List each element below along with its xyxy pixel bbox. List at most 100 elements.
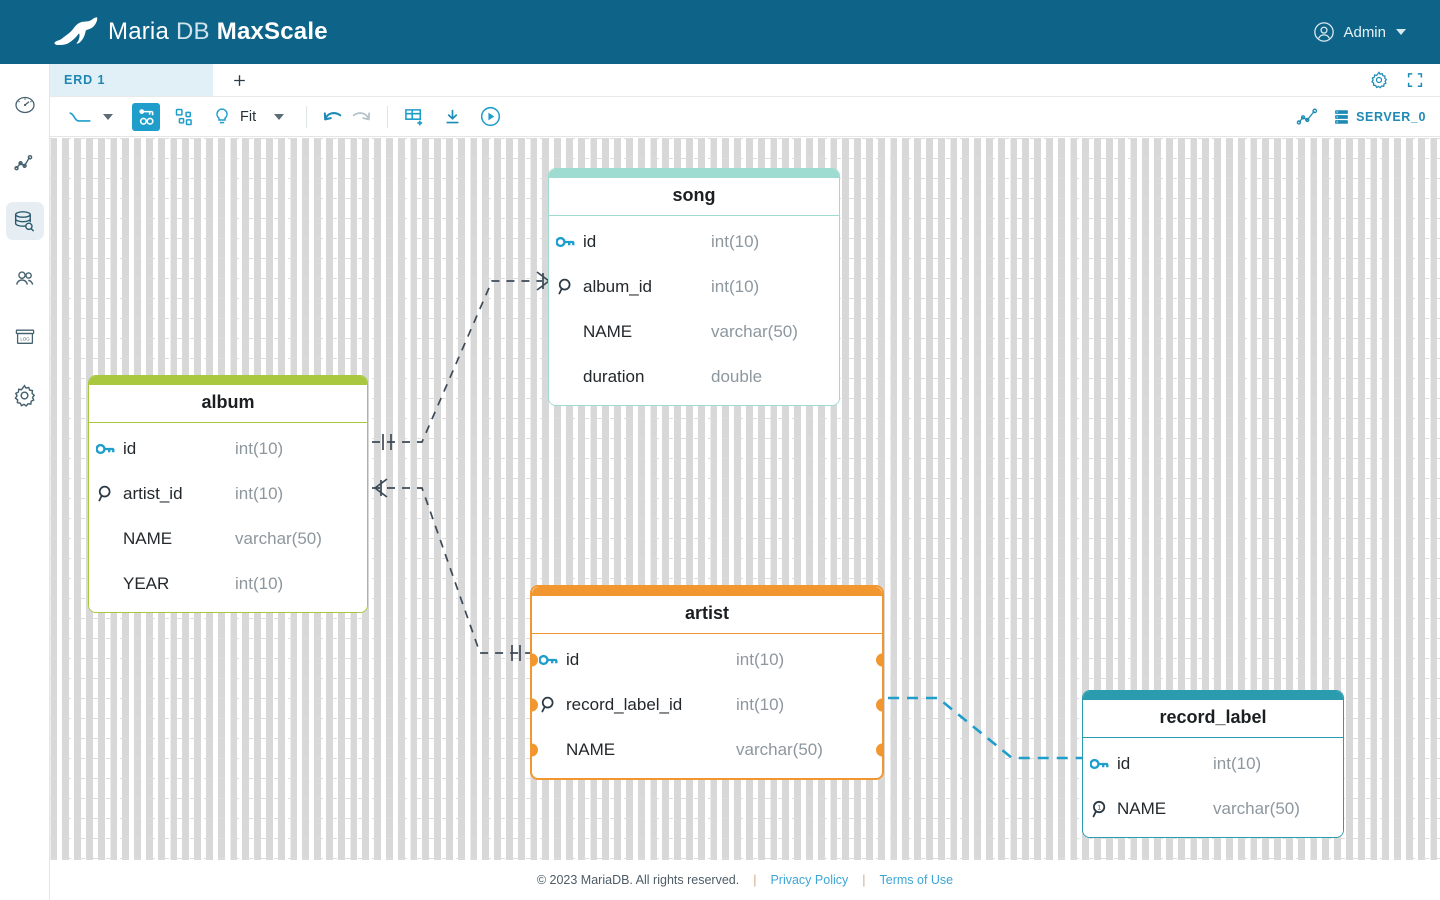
column-type: int(10)	[1213, 753, 1262, 773]
erd-canvas[interactable]: song id int(10) album_id int(10)	[50, 138, 1440, 860]
index-key-icon	[89, 484, 123, 503]
connection-handle-right[interactable]	[876, 743, 882, 756]
relationship-layer	[372, 271, 1082, 760]
relationship-line-style-button[interactable]	[66, 103, 94, 131]
brand-db: DB	[176, 18, 210, 45]
hint-button[interactable]	[208, 103, 236, 131]
add-table-button[interactable]	[400, 103, 428, 131]
connection-handle-right[interactable]	[876, 653, 882, 666]
tab-label: ERD 1	[64, 73, 106, 87]
column-type: double	[711, 366, 763, 386]
erd-table-song[interactable]: song id int(10) album_id int(10)	[548, 168, 840, 406]
index-key-icon	[549, 277, 583, 296]
table-columns: id int(10) 1 NAME varchar(50)	[1083, 738, 1343, 837]
erd-table-record-label[interactable]: record_label id int(10) 1 NAME varchar(5…	[1082, 690, 1344, 838]
auto-arrange-icon	[175, 108, 192, 125]
relationship-album-artist[interactable]	[372, 478, 530, 661]
export-button[interactable]	[438, 103, 466, 131]
chart-nodes-icon[interactable]	[1296, 107, 1320, 127]
redo-button[interactable]	[347, 103, 375, 131]
erd-table-album[interactable]: album id int(10) artist_id int(10)	[88, 375, 368, 613]
table-title: artist	[532, 596, 882, 634]
table-columns: id int(10) record_label_id int(10)	[532, 634, 882, 778]
sidebar-item-users[interactable]	[6, 260, 44, 298]
column-name: id	[566, 649, 580, 669]
undo-button[interactable]	[319, 103, 347, 131]
column-type: int(10)	[711, 231, 760, 251]
fullscreen-expand-icon[interactable]	[1406, 71, 1424, 89]
user-menu[interactable]: Admin	[1313, 21, 1406, 43]
connection-handle-left[interactable]	[532, 743, 538, 756]
table-row[interactable]: NAME varchar(50)	[549, 309, 839, 354]
table-row[interactable]: id int(10)	[532, 637, 882, 682]
relationship-album-song[interactable]	[372, 271, 550, 450]
zoom-dropdown-button[interactable]	[264, 103, 294, 131]
line-chart-icon	[13, 155, 32, 171]
column-name: duration	[583, 366, 645, 386]
column-type: int(10)	[736, 649, 785, 669]
table-row[interactable]: NAME varchar(50)	[89, 516, 367, 561]
zoom-level-label[interactable]: Fit	[240, 108, 257, 125]
sidebar-item-logs[interactable]: LOG	[6, 318, 44, 356]
log-archive-icon: LOG	[15, 329, 34, 344]
column-type: int(10)	[235, 438, 284, 458]
column-type: int(10)	[711, 276, 760, 296]
chevron-down-icon	[274, 113, 285, 120]
tab-strip: ERD 1	[50, 64, 1440, 96]
plus-icon	[233, 74, 245, 86]
table-row[interactable]: id int(10)	[89, 426, 367, 471]
sidebar-item-dashboard[interactable]	[6, 86, 44, 124]
table-row[interactable]: artist_id int(10)	[89, 471, 367, 516]
add-tab-button[interactable]	[213, 64, 265, 96]
chevron-down-icon	[1396, 29, 1406, 35]
toolbar-divider-2	[387, 105, 389, 128]
table-row[interactable]: id int(10)	[1083, 741, 1343, 786]
relationship-artist-record-label[interactable]	[888, 696, 1082, 760]
connection-handle-left[interactable]	[532, 698, 538, 711]
server-selector[interactable]: SERVER_0	[1334, 109, 1426, 125]
primary-key-icon	[549, 234, 583, 250]
privacy-policy-link[interactable]: Privacy Policy	[770, 873, 849, 887]
connection-handle-left[interactable]	[532, 653, 538, 666]
undo-arrow-icon	[323, 111, 342, 120]
column-name: record_label_id	[566, 694, 683, 714]
table-row[interactable]: album_id int(10)	[549, 264, 839, 309]
sidebar-item-settings[interactable]	[6, 376, 44, 414]
column-name: NAME	[1117, 798, 1167, 818]
table-header-bar	[89, 376, 367, 385]
footer-separator: |	[862, 873, 866, 887]
table-row[interactable]: id int(10)	[549, 219, 839, 264]
sidebar-item-query-editor[interactable]	[5, 202, 44, 240]
table-header-bar	[549, 169, 839, 178]
svg-text:1: 1	[1097, 804, 1101, 811]
primary-key-icon	[89, 441, 123, 457]
app-footer: © 2023 MariaDB. All rights reserved. | P…	[50, 860, 1440, 900]
primary-key-icon	[532, 652, 566, 668]
erd-table-artist[interactable]: artist id int(10) reco	[530, 585, 884, 780]
column-type: varchar(50)	[1213, 798, 1300, 818]
auto-arrange-button[interactable]	[170, 103, 198, 131]
table-row[interactable]: NAME varchar(50)	[532, 727, 882, 772]
run-button[interactable]	[476, 103, 504, 131]
server-label: SERVER_0	[1356, 109, 1426, 124]
table-row[interactable]: duration double	[549, 354, 839, 399]
brand-maria: Maria	[108, 18, 170, 45]
table-row[interactable]: YEAR int(10)	[89, 561, 367, 606]
sidebar-item-visualization[interactable]	[6, 144, 44, 182]
toggle-keys-button[interactable]	[132, 102, 160, 131]
table-row[interactable]: record_label_id int(10)	[532, 682, 882, 727]
tab-erd-1[interactable]: ERD 1	[50, 64, 213, 96]
brand-product: MaxScale	[216, 18, 328, 45]
connection-handle-right[interactable]	[876, 698, 882, 711]
column-type: int(10)	[235, 573, 284, 593]
table-row[interactable]: 1 NAME varchar(50)	[1083, 786, 1343, 831]
table-title: album	[89, 385, 367, 423]
redo-arrow-icon	[352, 111, 371, 120]
settings-gear-icon[interactable]	[1369, 70, 1389, 90]
column-type: varchar(50)	[736, 739, 823, 759]
terms-of-use-link[interactable]: Terms of Use	[879, 873, 954, 887]
lightbulb-icon	[216, 108, 228, 124]
relationship-dropdown-button[interactable]	[94, 103, 122, 131]
table-title: record_label	[1083, 700, 1343, 738]
